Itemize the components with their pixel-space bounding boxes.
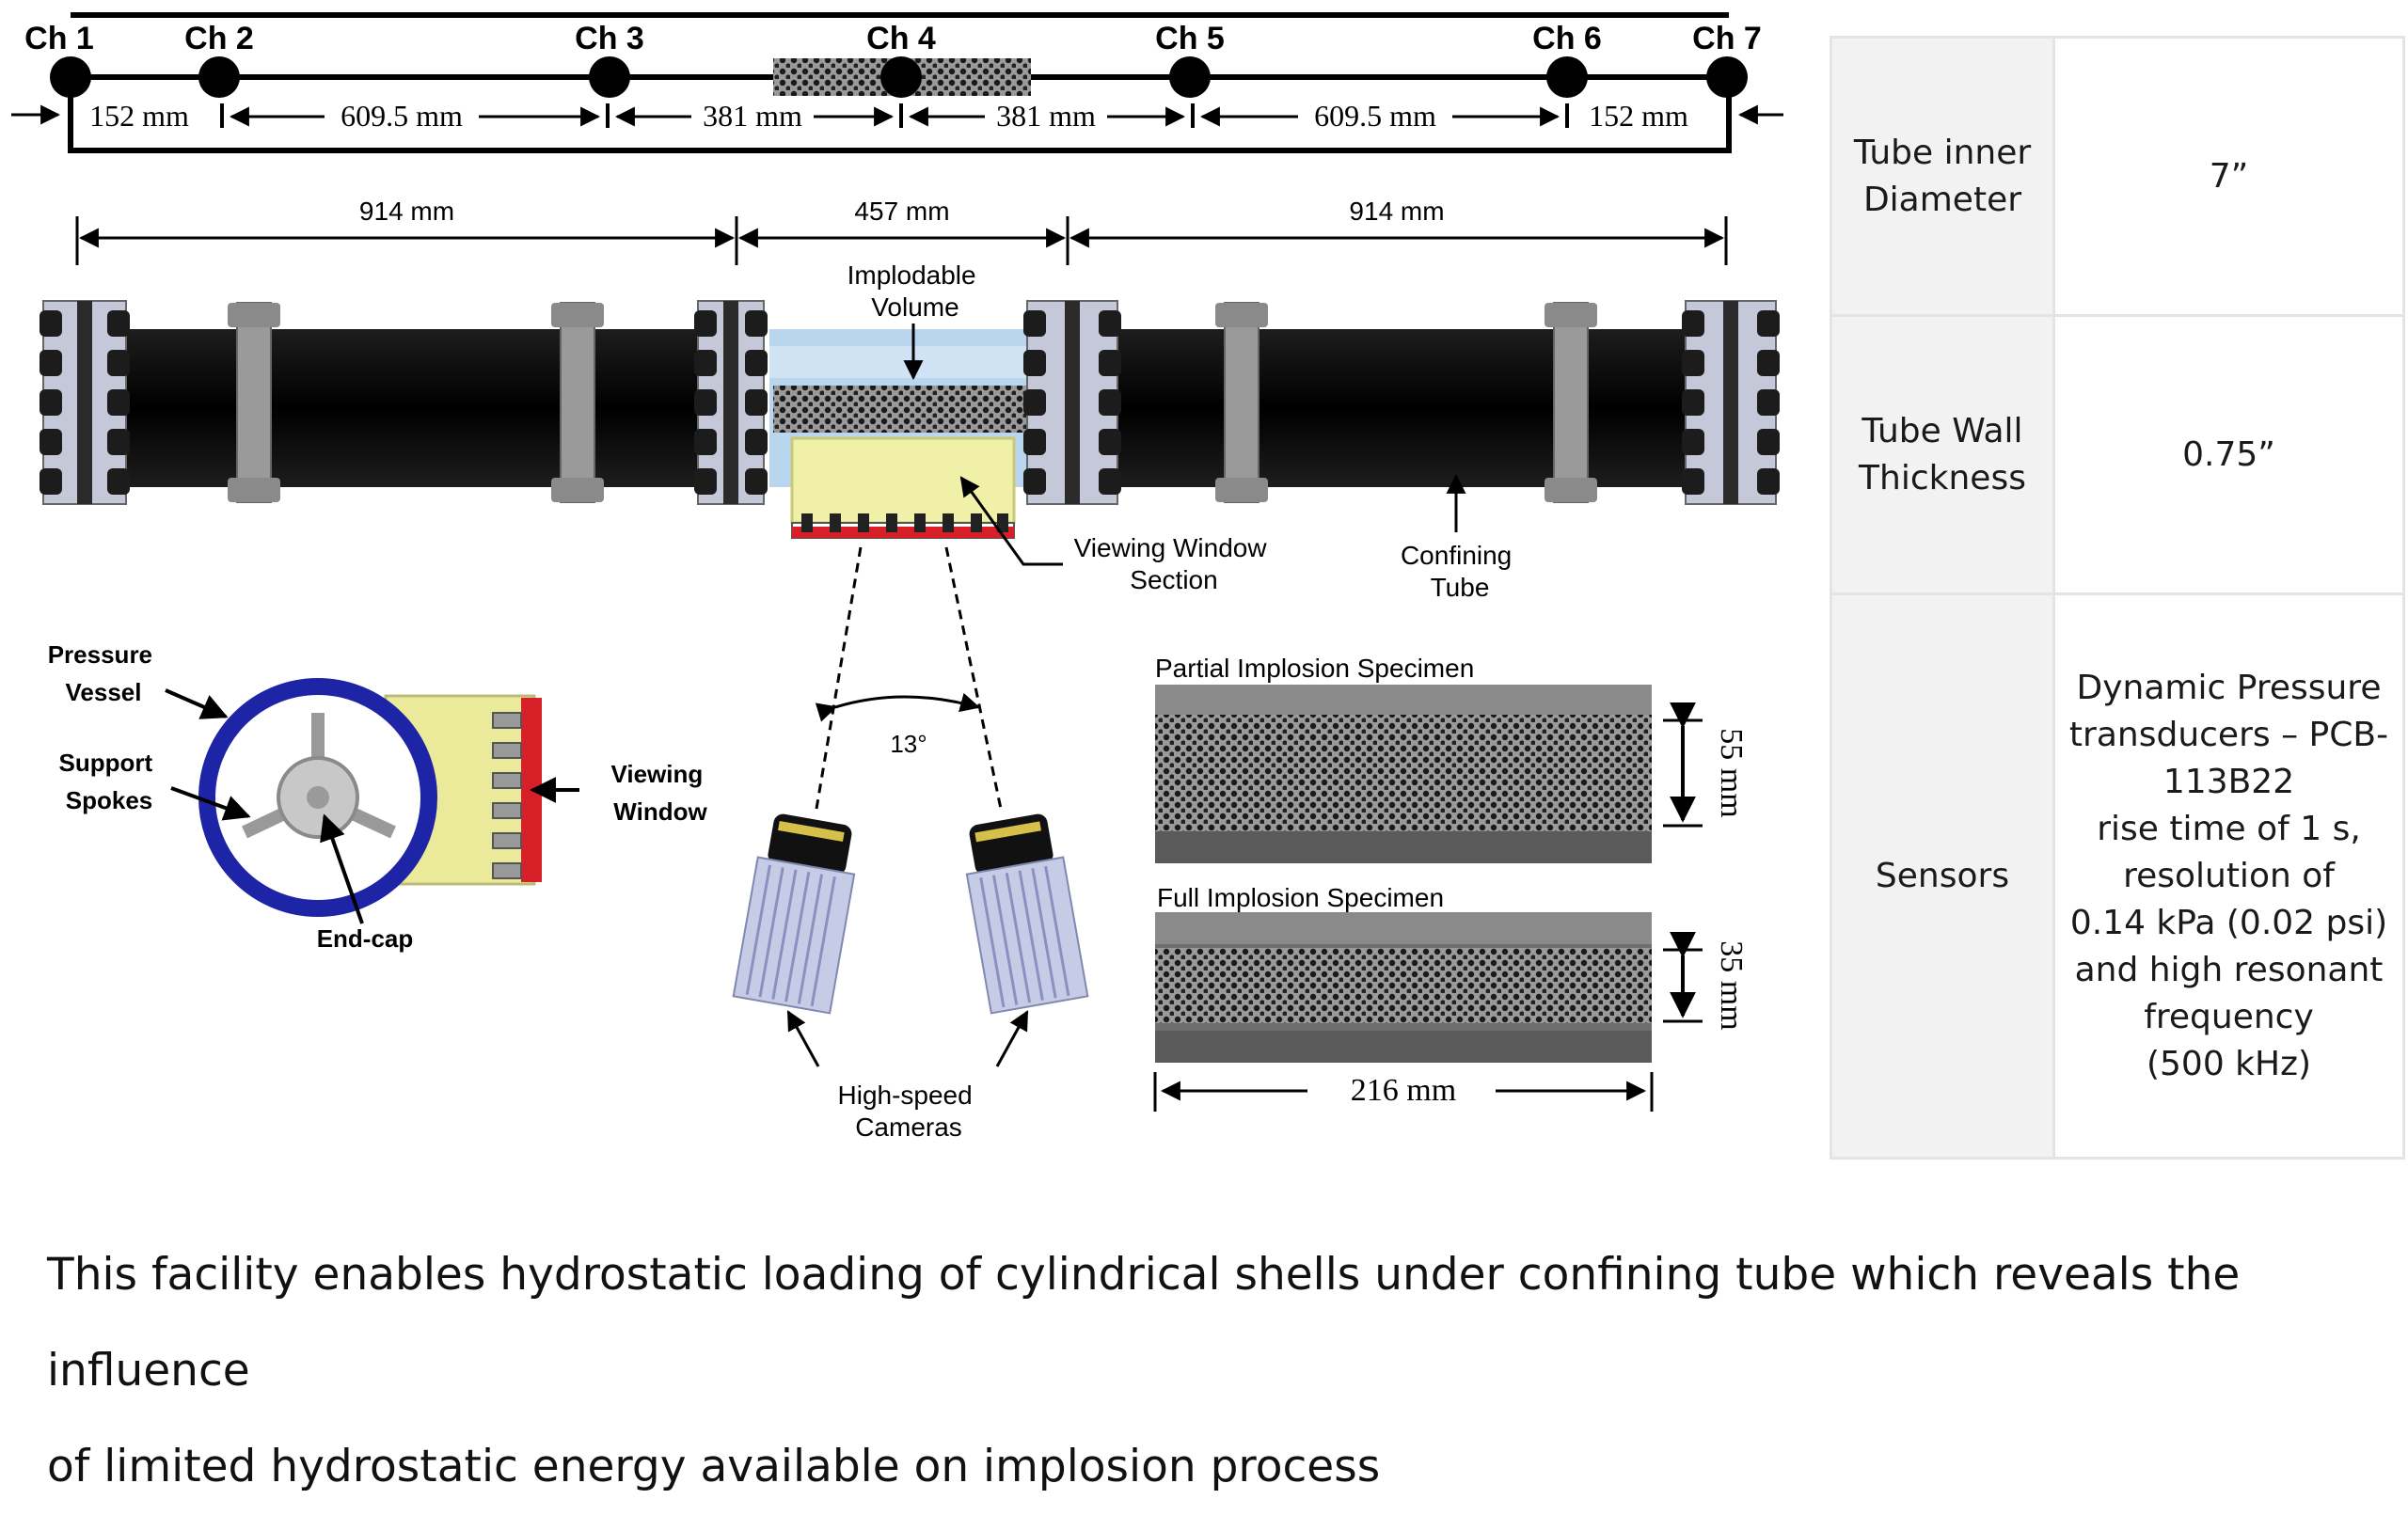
caption-line: This facility enables hydrostatic loadin…: [47, 1249, 2241, 1397]
channel-marker: [1706, 56, 1748, 98]
tube-assembly: [40, 300, 1780, 539]
property-label: Sensors: [1830, 592, 2055, 1160]
section-length-label: 914 mm: [359, 197, 454, 226]
implodable-volume-label: Implodable Volume: [848, 260, 984, 322]
tube-clamp: [1545, 302, 1597, 503]
section-length-label: 457 mm: [854, 197, 949, 226]
viewing-window-label: Viewing Window: [610, 760, 709, 826]
channel-marker: [1546, 56, 1588, 98]
pressure-vessel-label: Pressure Vessel: [48, 640, 160, 706]
spacing-label: 381 mm: [996, 99, 1096, 133]
tube-flange: [40, 300, 130, 505]
camera-setup: 13° High-speed Cameras: [732, 546, 1089, 1142]
tube-labels: Implodable Volume Viewing Window Section…: [848, 260, 1519, 602]
high-speed-camera-right: [965, 813, 1089, 1015]
confining-tube-left: [103, 329, 715, 487]
channel-markers: Ch 1 Ch 2 Ch 3 Ch 4 Ch 5 Ch 6 Ch 7: [24, 21, 1762, 98]
end-cap-label: End-cap: [317, 924, 414, 953]
property-value: 7”: [2052, 36, 2405, 317]
high-speed-cameras-label: High-speed Cameras: [838, 1081, 980, 1142]
partial-specimen-title: Partial Implosion Specimen: [1155, 654, 1474, 683]
channel-label: Ch 6: [1532, 21, 1602, 56]
channel-label: Ch 7: [1692, 21, 1762, 56]
spacing-label: 609.5 mm: [341, 99, 463, 133]
channel-label: Ch 2: [184, 21, 254, 56]
confining-tube-right: [1091, 329, 1703, 487]
channel-marker: [50, 56, 91, 98]
channel-label: Ch 3: [575, 21, 644, 56]
tube-clamp: [551, 302, 604, 503]
figure-caption: This facility enables hydrostatic loadin…: [47, 1227, 2380, 1515]
channel-label: Ch 5: [1155, 21, 1225, 56]
vessel-cross-section: [198, 678, 542, 917]
spacing-label: 152 mm: [1589, 99, 1688, 133]
full-dimension-label: 35 mm: [1714, 940, 1749, 1030]
channel-marker: [198, 56, 240, 98]
support-spokes-label: Support Spokes: [59, 749, 160, 814]
partial-dimension-label: 55 mm: [1714, 728, 1749, 817]
property-value: 0.75”: [2052, 314, 2405, 595]
tube-flange: [1682, 300, 1780, 505]
viewing-window-block: [790, 436, 1016, 525]
partial-implosion-specimen: [1155, 715, 1652, 831]
spacing-label: 381 mm: [703, 99, 802, 133]
channel-label: Ch 4: [866, 21, 936, 56]
channel-label: Ch 1: [24, 21, 94, 56]
full-specimen-title: Full Implosion Specimen: [1157, 883, 1444, 912]
channel-marker: [880, 56, 922, 98]
specimen-length-label: 216 mm: [1351, 1073, 1456, 1108]
implodable-volume-specimen: [773, 386, 1065, 433]
confining-tube-label: Confining Tube: [1401, 541, 1519, 602]
full-implosion-specimen: [1155, 948, 1652, 1023]
spacing-label: 609.5 mm: [1314, 99, 1436, 133]
spacing-label: 152 mm: [89, 99, 189, 133]
viewing-window-section-label: Viewing Window Section: [1074, 533, 1275, 594]
channel-marker: [1169, 56, 1211, 98]
high-speed-camera-left: [732, 813, 856, 1015]
channel-spacings: 152 mm 609.5 mm 381 mm 381 mm 609.5 mm 152 mm: [89, 99, 1688, 133]
caption-line: of limited hydrostatic energy available …: [47, 1441, 1381, 1492]
cross-section-labels: Pressure Vessel Support Spokes Viewing W…: [48, 640, 709, 953]
tube-flange: [694, 300, 768, 505]
channel-marker: [589, 56, 630, 98]
specimen-images: Partial Implosion Specimen Full Implosio…: [1153, 654, 1749, 1112]
experimental-setup-diagram: Ch 1 Ch 2 Ch 3 Ch 4 Ch 5 Ch 6 Ch 7 152 mm 609.5…: [11, 12, 1783, 1142]
tube-flange: [1023, 300, 1121, 505]
tube-clamp: [1215, 302, 1268, 503]
section-length-label: 914 mm: [1349, 197, 1444, 226]
camera-angle-label: 13°: [890, 730, 927, 758]
tube-clamp: [228, 302, 280, 503]
section-dimensions: 914 mm 457 mm 914 mm: [75, 197, 1728, 265]
